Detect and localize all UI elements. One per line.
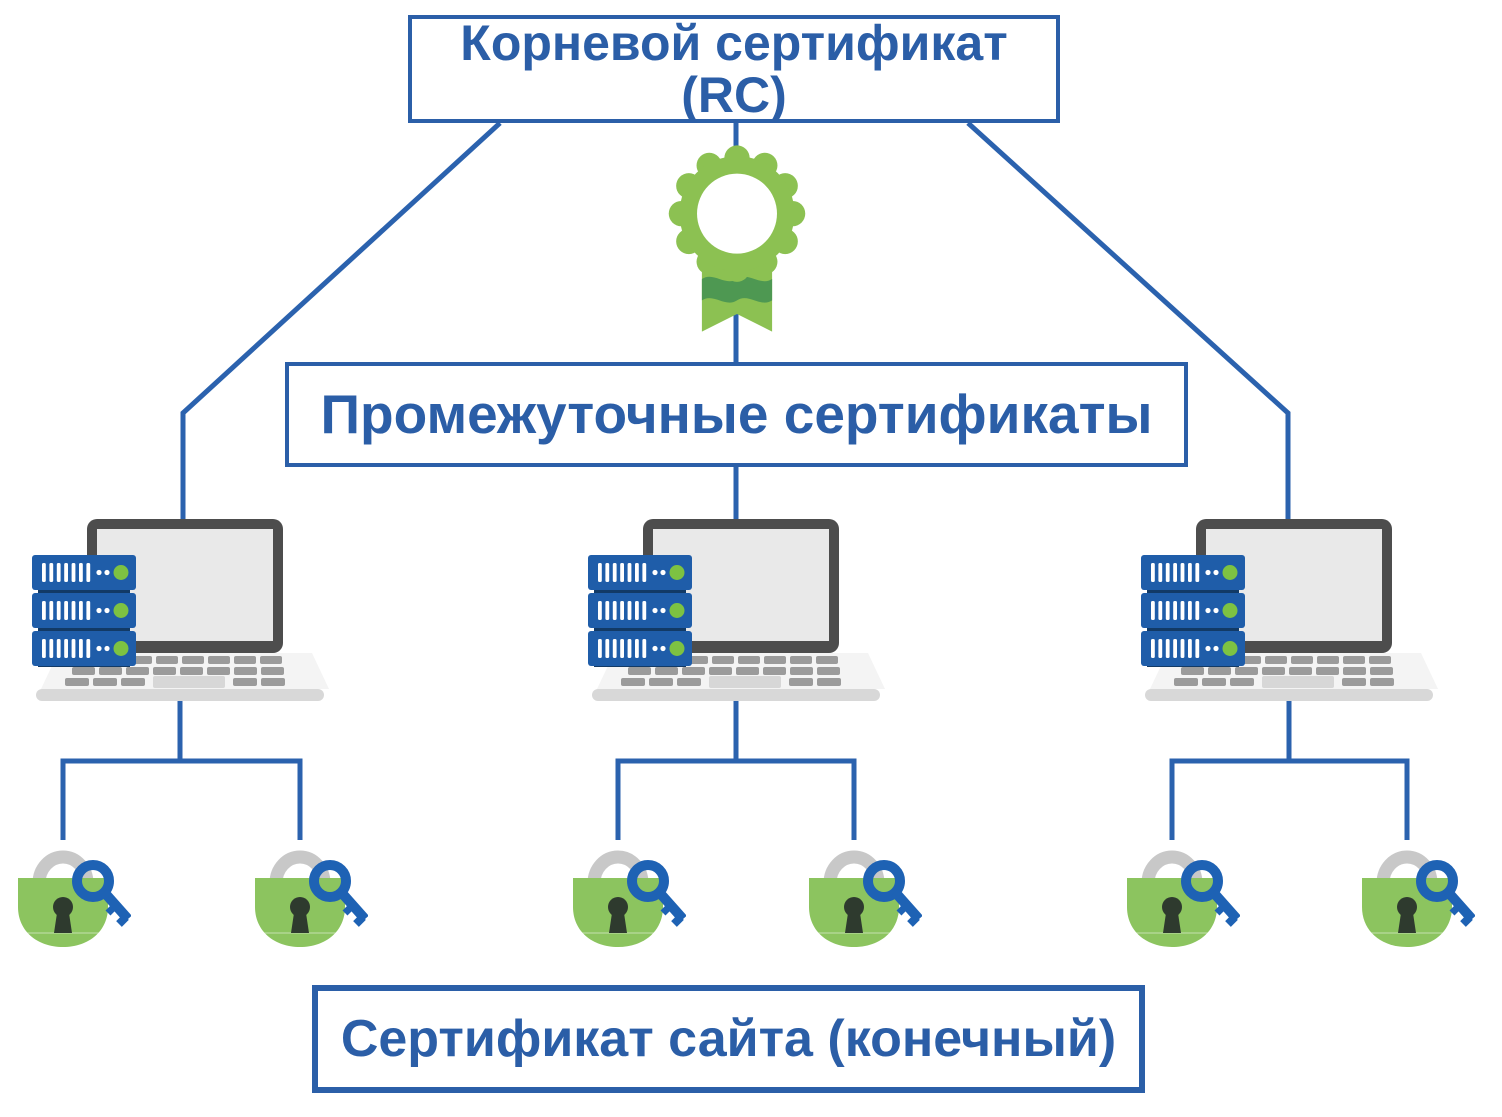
connector-center-server-to-locks (615, 700, 857, 840)
certificate-medal-icon (668, 145, 806, 332)
root-certificate-label: Корневой сертификат (RC) (460, 14, 1008, 123)
padlock-key-icon (1, 835, 131, 965)
server-laptop-icon (1139, 515, 1439, 707)
connector-left-server-to-locks (60, 700, 303, 840)
padlock-key-icon (556, 835, 686, 965)
connector-right-server-to-locks (1169, 700, 1410, 840)
padlock-key-icon (792, 835, 922, 965)
padlock-key-icon (238, 835, 368, 965)
padlock-key-icon (1345, 835, 1475, 965)
intermediate-certificates-box: Промежуточные сертификаты (285, 362, 1188, 467)
site-certificate-box: Сертификат сайта (конечный) (312, 985, 1145, 1093)
connector-root-to-left-server (180, 121, 502, 560)
root-certificate-box: Корневой сертификат (RC) (408, 15, 1060, 123)
padlock-key-icon (1110, 835, 1240, 965)
site-certificate-label: Сертификат сайта (конечный) (340, 1009, 1117, 1068)
connector-root-to-right-server (966, 121, 1291, 560)
server-laptop-icon (586, 515, 886, 707)
intermediate-certificates-label: Промежуточные сертификаты (320, 382, 1153, 445)
server-laptop-icon (30, 515, 330, 707)
